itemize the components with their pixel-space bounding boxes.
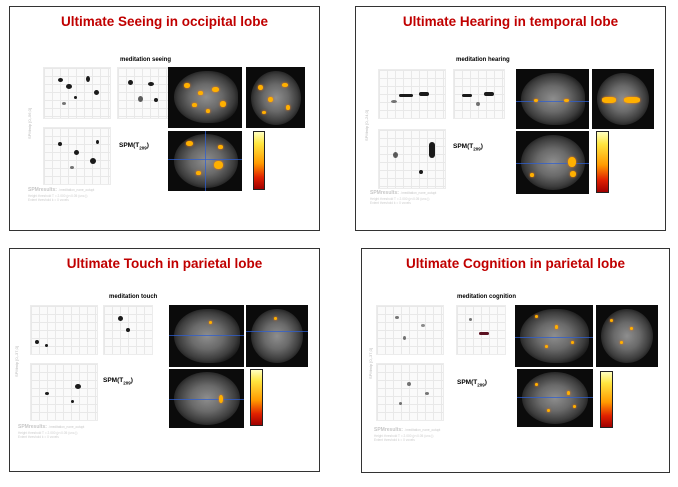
glass-brain-axial [378, 129, 446, 189]
glass-brain-coronal [117, 67, 169, 119]
spm-axis-label: SPMmip [0,-24,0] [364, 110, 369, 141]
glass-brain-sagittal [30, 305, 98, 355]
panel-cognition: Ultimate Cognition in parietal lobe medi… [361, 248, 670, 473]
glass-brain-coronal [456, 305, 506, 355]
spm-results-header: SPMresults: .\meditation_none_outupt [374, 427, 441, 433]
spm-results-detail: Height threshold T = 2.000 (p<0.05 (unc.… [18, 431, 78, 439]
panel-seeing: Ultimate Seeing in occipital lobe medita… [9, 6, 320, 231]
glass-brain-axial [376, 363, 444, 421]
spm-results-detail: Height threshold T = 2.000 (p<0.05 (unc.… [28, 194, 88, 202]
contrast-title: meditation hearing [456, 57, 510, 63]
panel-title: Ultimate Touch in parietal lobe [66, 256, 263, 271]
mri-coronal-slice [592, 69, 654, 129]
colorbar [250, 369, 263, 426]
mri-coronal-slice [246, 67, 305, 128]
colorbar [596, 131, 609, 193]
spm-label: SPM(T209) [453, 143, 483, 152]
spm-results-detail: Height threshold T = 2.000 (p<0.05 (unc.… [374, 434, 434, 442]
contrast-title: meditation touch [109, 294, 158, 300]
panel-hearing: Ultimate Hearing in temporal lobe medita… [355, 6, 666, 231]
spm-axis-label: SPMmip [0,-37,0] [14, 346, 19, 377]
glass-brain-coronal [453, 69, 505, 119]
mri-coronal-slice [596, 305, 658, 367]
spm-results-detail: Height threshold T = 2.000 (p<0.05 (unc.… [370, 197, 430, 205]
spm-label: SPM(T209) [103, 377, 133, 386]
spm-results-header: SPMresults: .\meditation_none_outupt [28, 187, 95, 193]
colorbar [600, 371, 613, 428]
panel-touch: Ultimate Touch in parietal lobe meditati… [9, 248, 320, 472]
mri-axial-slice [516, 131, 589, 194]
mri-sagittal-slice [169, 305, 244, 367]
glass-brain-coronal [103, 305, 153, 355]
glass-brain-sagittal [43, 67, 111, 119]
mri-axial-slice [517, 369, 593, 427]
glass-brain-axial [30, 363, 98, 421]
mri-axial-slice [168, 131, 242, 191]
spm-results-header: SPMresults: .\meditation_none_outupt [18, 424, 85, 430]
spm-axis-label: SPMmip [0,-56,0] [27, 108, 32, 139]
spm-results-header: SPMresults: .\meditation_none_outupt [370, 190, 437, 196]
glass-brain-sagittal [376, 305, 444, 355]
mri-coronal-slice [246, 305, 308, 367]
glass-brain-sagittal [378, 69, 446, 119]
panel-title: Ultimate Seeing in occipital lobe [60, 14, 269, 29]
panel-title: Ultimate Cognition in parietal lobe [405, 256, 625, 271]
mri-sagittal-slice [516, 69, 589, 129]
spm-label: SPM(T209) [119, 142, 149, 151]
glass-brain-axial [43, 127, 111, 185]
contrast-title: meditation seeing [120, 57, 172, 63]
spm-axis-label: SPMmip [0,-37,0] [368, 348, 373, 379]
mri-sagittal-slice [515, 305, 593, 367]
spm-label: SPM(T209) [457, 379, 487, 388]
colorbar [253, 131, 265, 190]
contrast-title: meditation cognition [457, 294, 516, 300]
mri-axial-slice [169, 369, 244, 428]
panel-title: Ultimate Hearing in temporal lobe [402, 14, 619, 29]
mri-sagittal-slice [168, 67, 242, 128]
